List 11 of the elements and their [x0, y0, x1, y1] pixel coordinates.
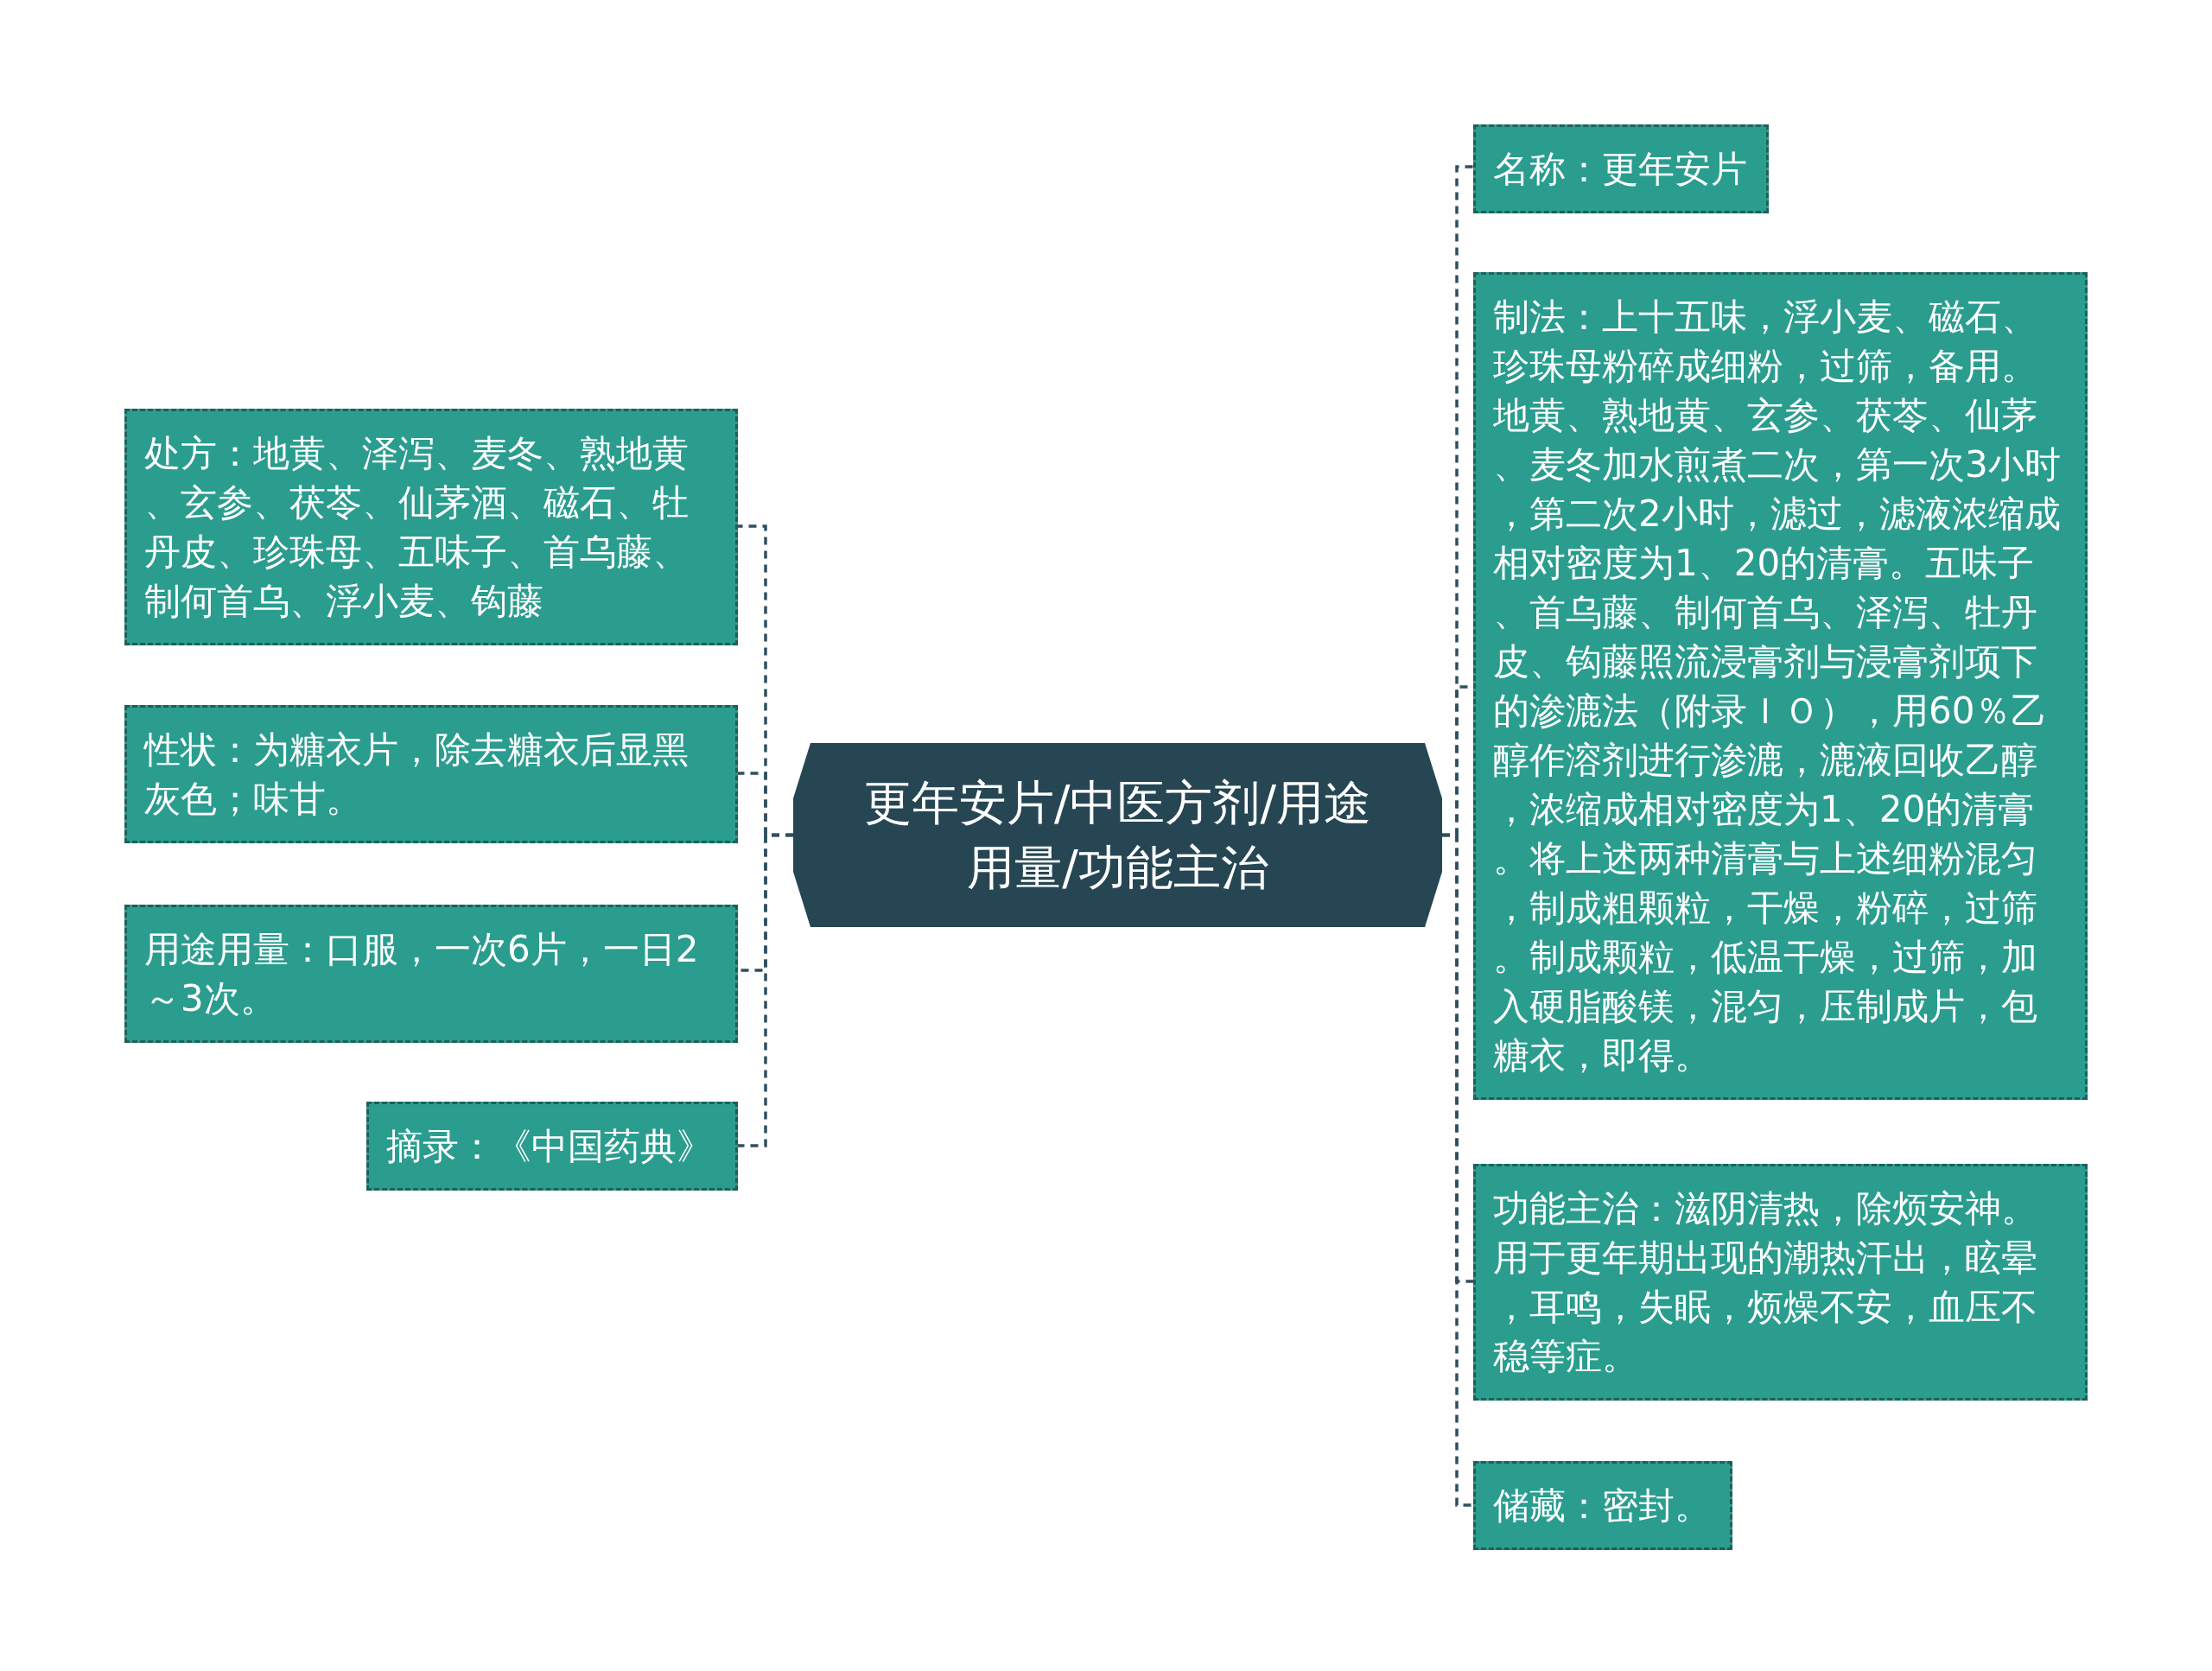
topic-box: 制法：上十五味，浮小麦、磁石、珍珠母粉碎成细粉，过筛，备用。地黄、熟地黄、玄参、茯苓、仙茅、麦冬加水煎煮二次，第一次3小时，第二次2小时，滤过，滤液浓缩成相对密度为1、20的清膏。五味子、首乌藤、制何首乌、泽泻、牡丹皮、钩藤照流浸膏剂与浸膏剂项下的渗漉法（附录ＩＯ），用60％乙醇作溶剂进行渗漉，漉液回收乙醇，浓缩成相对密度为1、20的清膏。将上述两种清膏与上述细粉混匀，制成粗颗粒，干燥，粉碎，过筛。制成颗粒，低温干燥，过筛，加入硬脂酸镁，混匀，压制成片，包糖衣，即得。 [1473, 272, 2088, 1100]
topic-box: 储藏：密封。 [1473, 1461, 1732, 1550]
topic-box: 处方：地黄、泽泻、麦冬、熟地黄、玄参、茯苓、仙茅酒、磁石、牡丹皮、珍珠母、五味子、首乌藤、制何首乌、浮小麦、钩藤 [124, 409, 738, 645]
central-topic: 更年安片/中医方剂/用途用量/功能主治 [793, 743, 1442, 927]
topic-box: 功能主治：滋阴清热，除烦安神。用于更年期出现的潮热汗出，眩晕，耳鸣，失眠，烦燥不安，血压不稳等症。 [1473, 1164, 2088, 1401]
topic-box: 名称：更年安片 [1473, 124, 1769, 213]
connector [738, 833, 793, 1147]
topic-box: 摘录：《中国药典》 [366, 1102, 738, 1191]
topic-box: 性状：为糖衣片，除去糖衣后显黑灰色；味甘。 [124, 705, 738, 843]
topic-box: 用途用量：口服，一次6片，一日2～3次。 [124, 905, 738, 1043]
connector [1442, 833, 1473, 1507]
